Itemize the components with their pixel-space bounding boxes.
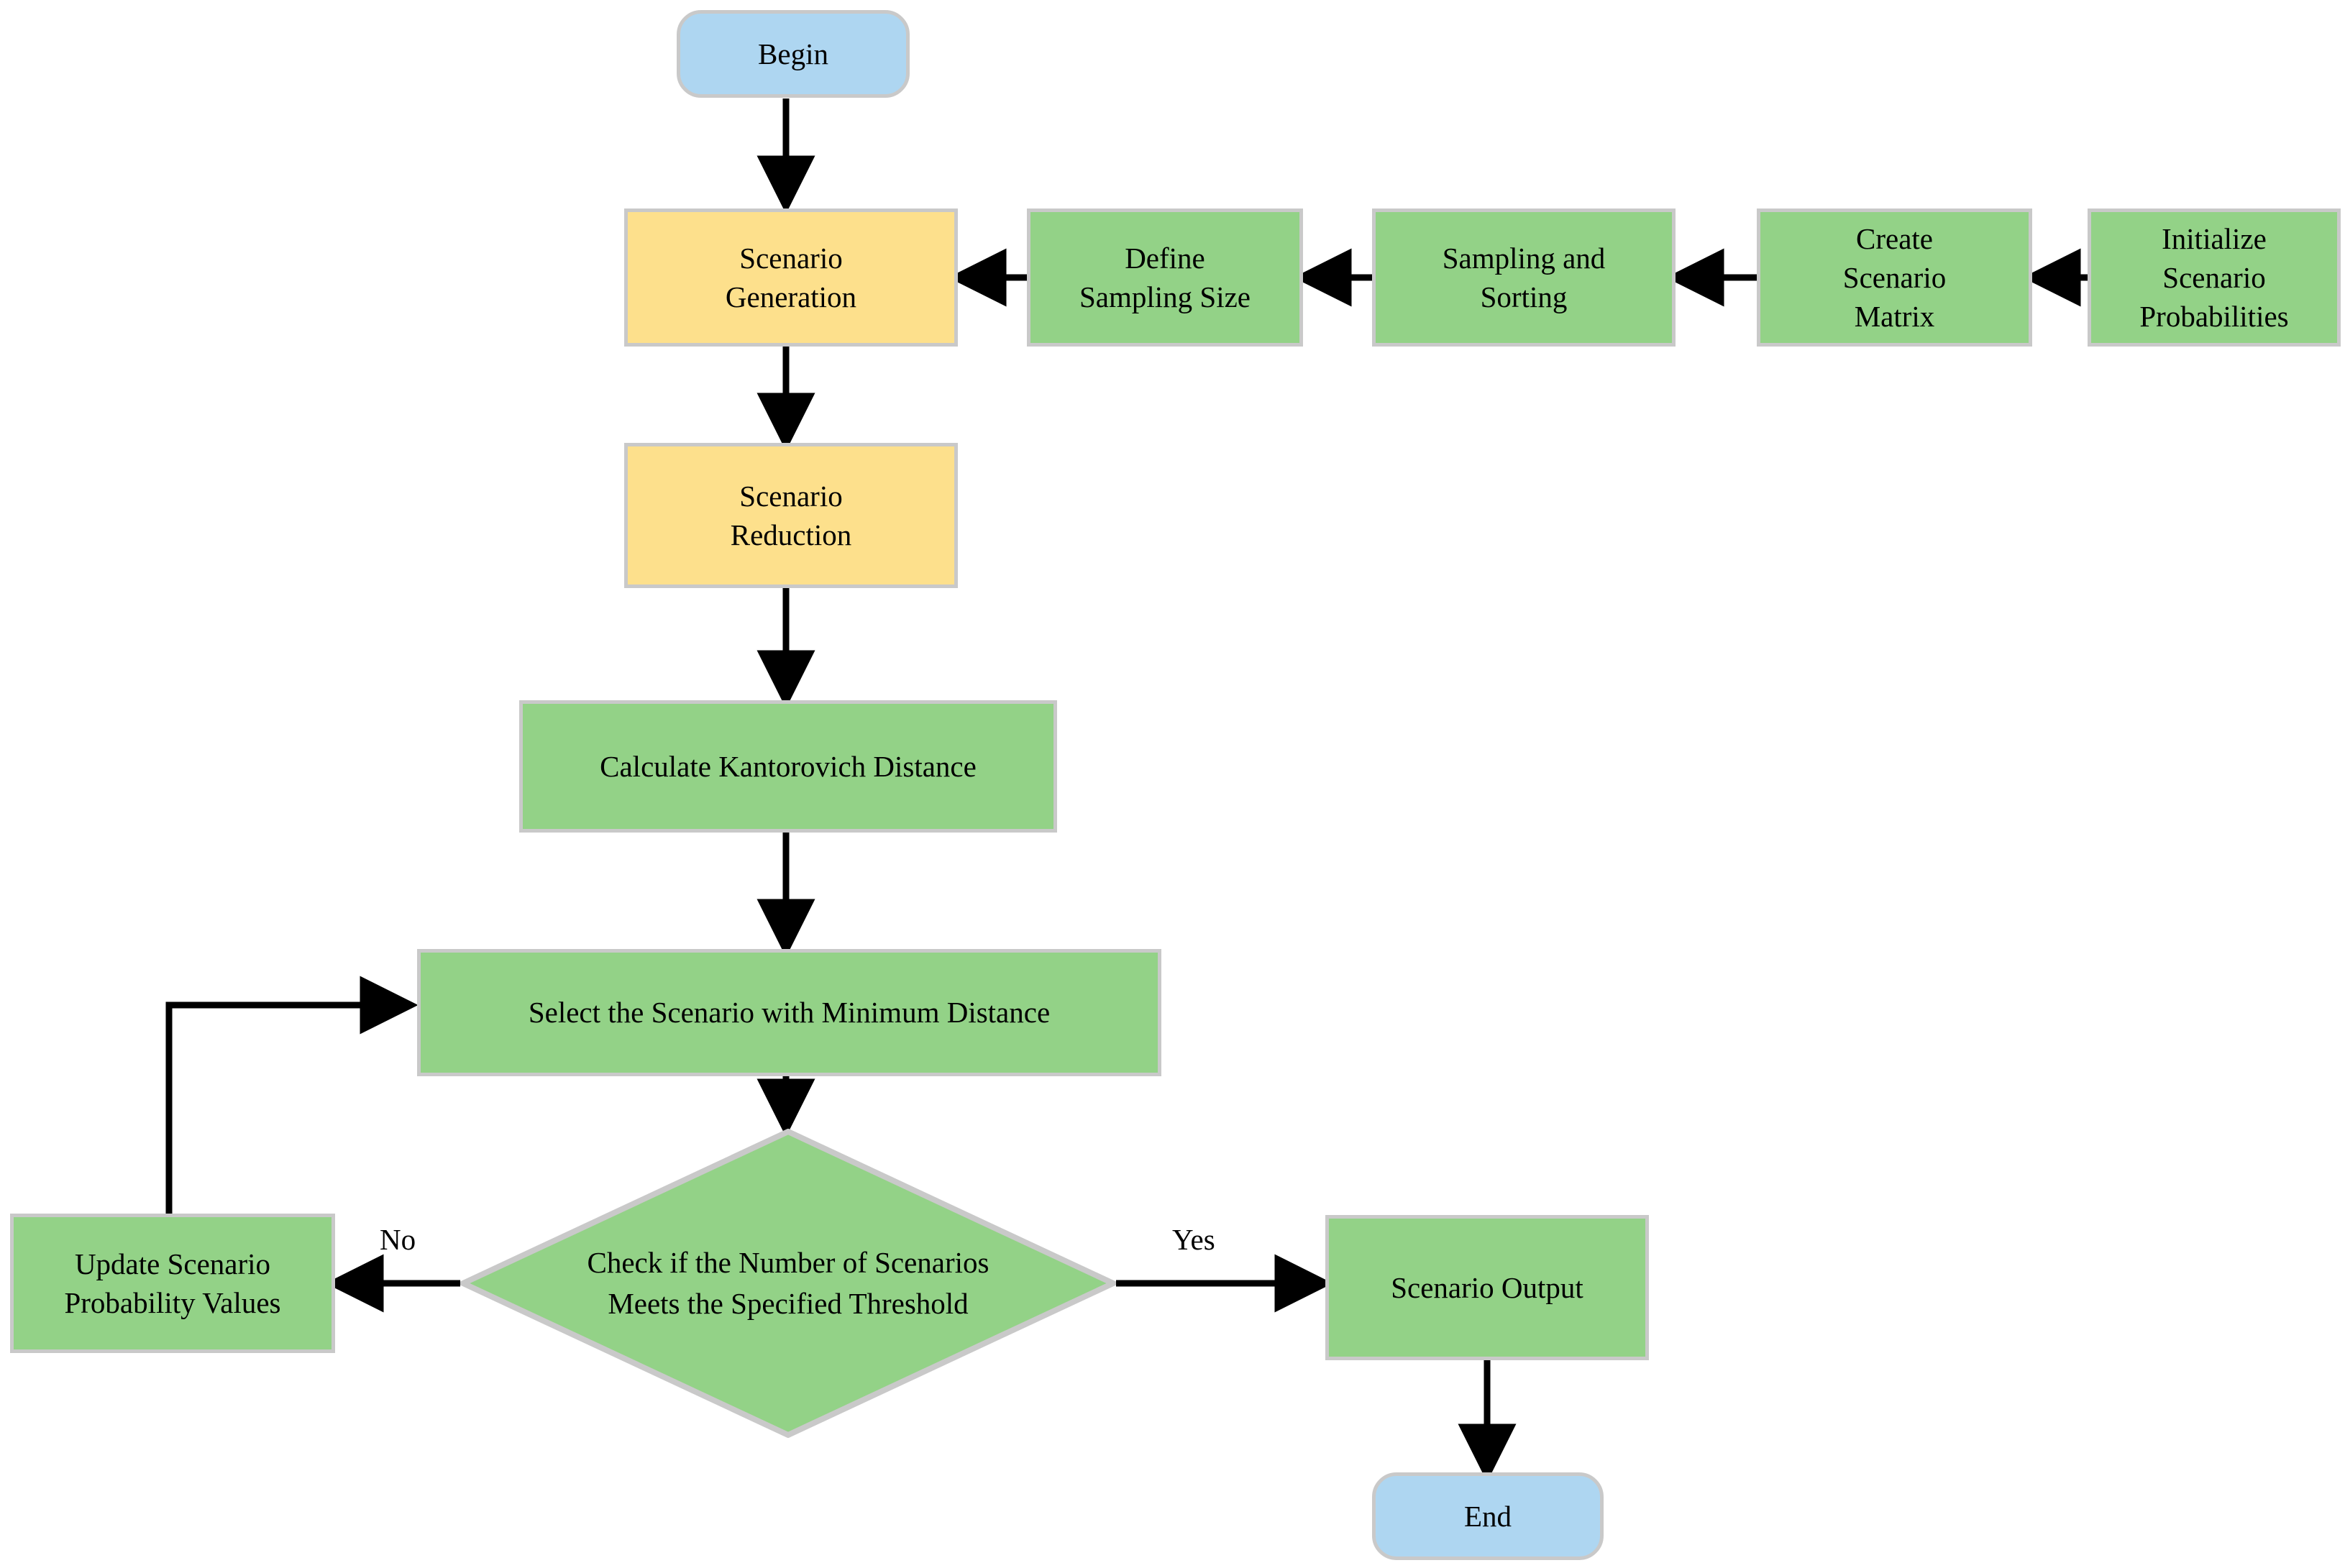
node-scenario-generation-label: Scenario Generation bbox=[725, 241, 857, 313]
node-scenario-reduction-label: Scenario Reduction bbox=[730, 479, 852, 551]
node-calculate-kantorovich-distance-label: Calculate Kantorovich Distance bbox=[600, 749, 977, 783]
node-begin[interactable]: Begin bbox=[677, 10, 910, 98]
node-scenario-reduction[interactable]: Scenario Reduction bbox=[624, 443, 958, 588]
node-create-scenario-matrix-label: Create Scenario Matrix bbox=[1842, 221, 1947, 334]
node-define-sampling-size-label: Define Sampling Size bbox=[1079, 241, 1251, 313]
edge-label-no: No bbox=[380, 1222, 416, 1257]
node-calculate-kantorovich-distance[interactable]: Calculate Kantorovich Distance bbox=[519, 700, 1057, 833]
node-begin-label: Begin bbox=[758, 37, 828, 70]
diamond-shape bbox=[460, 1129, 1116, 1438]
edge-label-yes: Yes bbox=[1172, 1222, 1215, 1257]
node-scenario-output-label: Scenario Output bbox=[1391, 1270, 1583, 1304]
edge-label-no-text: No bbox=[380, 1223, 416, 1256]
node-define-sampling-size[interactable]: Define Sampling Size bbox=[1027, 208, 1303, 347]
node-end[interactable]: End bbox=[1372, 1472, 1604, 1560]
node-scenario-output[interactable]: Scenario Output bbox=[1325, 1215, 1649, 1360]
node-update-probability-values-label: Update Scenario Probability Values bbox=[64, 1247, 281, 1319]
node-select-minimum-distance[interactable]: Select the Scenario with Minimum Distanc… bbox=[417, 949, 1161, 1076]
node-update-probability-values[interactable]: Update Scenario Probability Values bbox=[10, 1214, 335, 1353]
node-initialize-scenario-probabilities-label: Initialize Scenario Probabilities bbox=[2139, 221, 2289, 334]
node-sampling-and-sorting-label: Sampling and Sorting bbox=[1442, 241, 1606, 313]
node-end-label: End bbox=[1463, 1499, 1512, 1533]
node-select-minimum-distance-label: Select the Scenario with Minimum Distanc… bbox=[528, 996, 1051, 1030]
node-initialize-scenario-probabilities[interactable]: Initialize Scenario Probabilities bbox=[2088, 208, 2341, 347]
edge-update-probability-to-select-minimum bbox=[165, 976, 419, 1214]
edge-label-yes-text: Yes bbox=[1172, 1223, 1215, 1256]
node-sampling-and-sorting[interactable]: Sampling and Sorting bbox=[1372, 208, 1676, 347]
node-check-threshold-label: Check if the Number of Scenarios Meets t… bbox=[587, 1245, 989, 1320]
node-check-threshold[interactable]: Check if the Number of Scenarios Meets t… bbox=[460, 1129, 1116, 1438]
node-scenario-generation[interactable]: Scenario Generation bbox=[624, 208, 958, 347]
node-create-scenario-matrix[interactable]: Create Scenario Matrix bbox=[1757, 208, 2032, 347]
